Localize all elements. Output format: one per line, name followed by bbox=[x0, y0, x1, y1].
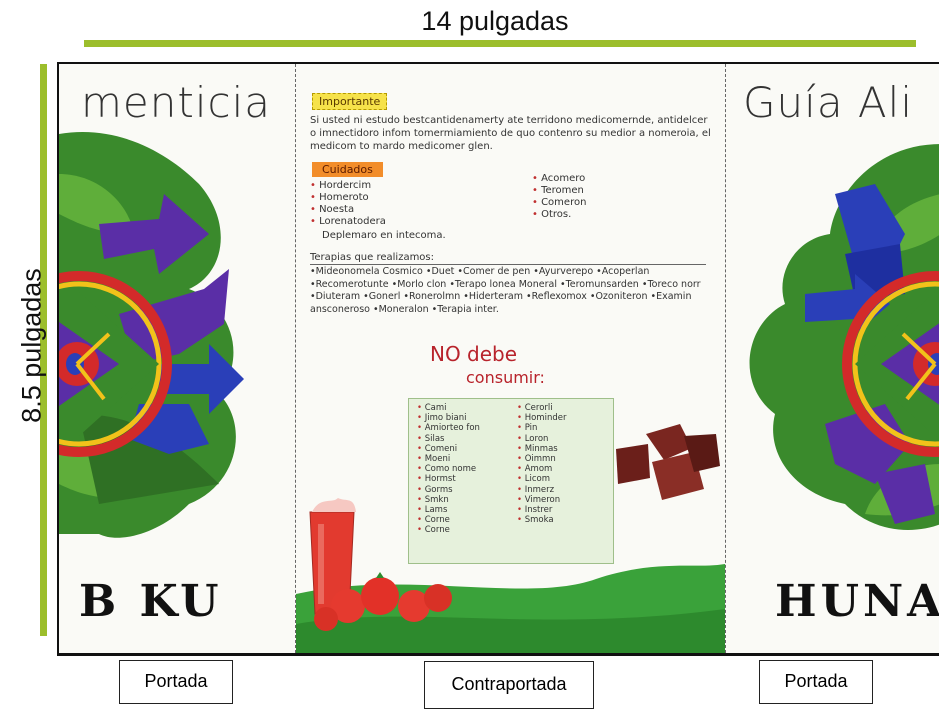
care-label: Cuidados bbox=[312, 162, 383, 177]
care-extra-note: Deplemaro en intecoma. bbox=[322, 230, 446, 241]
food-item: Smoka bbox=[517, 515, 566, 525]
food-item: Licom bbox=[517, 474, 566, 484]
therapies-title: Terapias que realizamos: bbox=[310, 252, 706, 265]
food-item: Corne bbox=[417, 515, 480, 525]
care-item: Homeroto bbox=[310, 192, 386, 204]
food-item: Hormst bbox=[417, 474, 480, 484]
brochure-sheet: menticia B KU Importante Si usted ni est… bbox=[57, 62, 939, 656]
care-item: Comeron bbox=[532, 197, 586, 209]
center-caption-box: Contraportada bbox=[424, 661, 594, 709]
food-item: Silas bbox=[417, 434, 480, 444]
care-item: Otros. bbox=[532, 209, 586, 221]
forbidden-foods-right: Cerorli Hominder Pin Loron Minmas Oimmn … bbox=[517, 403, 567, 525]
care-list-right: Acomero Teromen Comeron Otros. bbox=[532, 173, 586, 221]
juice-glass-icon bbox=[309, 498, 356, 615]
care-item: Lorenatodera bbox=[310, 216, 386, 228]
therapies-text: •Mideonomela Cosmico •Duet •Comer de pen… bbox=[310, 266, 701, 315]
care-item: Hordercim bbox=[310, 180, 386, 192]
food-item: Corne bbox=[417, 525, 480, 535]
left-cover-subtitle: B KU bbox=[79, 576, 223, 627]
no-debe-heading: NO debe bbox=[430, 342, 518, 366]
food-item: Cerorli bbox=[517, 403, 566, 413]
width-dimension-label: 14 pulgadas bbox=[421, 6, 569, 36]
care-item: Noesta bbox=[310, 204, 386, 216]
food-item: Lams bbox=[417, 505, 480, 515]
right-cover-title: Guía Ali bbox=[743, 78, 913, 127]
back-cover-panel: Importante Si usted ni estudo bestcantid… bbox=[295, 64, 726, 653]
care-item: Acomero bbox=[532, 173, 586, 185]
food-item: Smkn bbox=[417, 495, 480, 505]
food-item: Oimmn bbox=[517, 454, 566, 464]
chocolate-pieces-icon bbox=[616, 424, 720, 500]
food-item: Comeni bbox=[417, 444, 480, 454]
care-item: Teromen bbox=[532, 185, 586, 197]
forbidden-foods-box: Cami Jimo biani Amiorteo fon Silas Comen… bbox=[408, 398, 614, 564]
food-item: Inmerz bbox=[517, 485, 566, 495]
consumir-heading: consumir: bbox=[466, 368, 545, 387]
important-text: Si usted ni estudo bestcantidenamerty at… bbox=[310, 115, 711, 152]
food-item: Pin bbox=[517, 423, 566, 433]
forbidden-foods-left: Cami Jimo biani Amiorteo fon Silas Comen… bbox=[417, 403, 480, 536]
left-floral-illustration bbox=[59, 132, 244, 538]
left-cover-panel: menticia B KU bbox=[59, 64, 295, 653]
left-caption-box: Portada bbox=[119, 660, 233, 704]
right-cover-subtitle: HUNA bbox=[775, 576, 939, 627]
food-item: Jimo biani bbox=[417, 413, 480, 423]
food-item: Como nome bbox=[417, 464, 480, 474]
food-item: Hominder bbox=[517, 413, 567, 423]
food-item: Instrer bbox=[517, 505, 566, 515]
food-item: Vimeron bbox=[517, 495, 566, 505]
food-item: Loron bbox=[517, 434, 566, 444]
food-item: Gorms bbox=[417, 485, 480, 495]
important-label: Importante bbox=[312, 93, 388, 110]
food-item: Amiorteo fon bbox=[417, 423, 480, 433]
left-cover-title: menticia bbox=[81, 78, 272, 127]
right-cover-panel: Guía Ali HUNA bbox=[725, 64, 939, 653]
height-dimension-bar bbox=[40, 64, 47, 636]
tomatoes-icon bbox=[314, 572, 452, 631]
food-item: Amom bbox=[517, 464, 566, 474]
food-item: Moeni bbox=[417, 454, 480, 464]
height-dimension-label: 8.5 pulgadas bbox=[16, 268, 47, 423]
food-item: Cami bbox=[417, 403, 480, 413]
right-floral-illustration bbox=[749, 144, 939, 530]
food-item: Minmas bbox=[517, 444, 566, 454]
width-dimension-bar bbox=[84, 40, 916, 47]
right-caption-box: Portada bbox=[759, 660, 873, 704]
care-list-left: Hordercim Homeroto Noesta Lorenatodera bbox=[310, 180, 386, 228]
